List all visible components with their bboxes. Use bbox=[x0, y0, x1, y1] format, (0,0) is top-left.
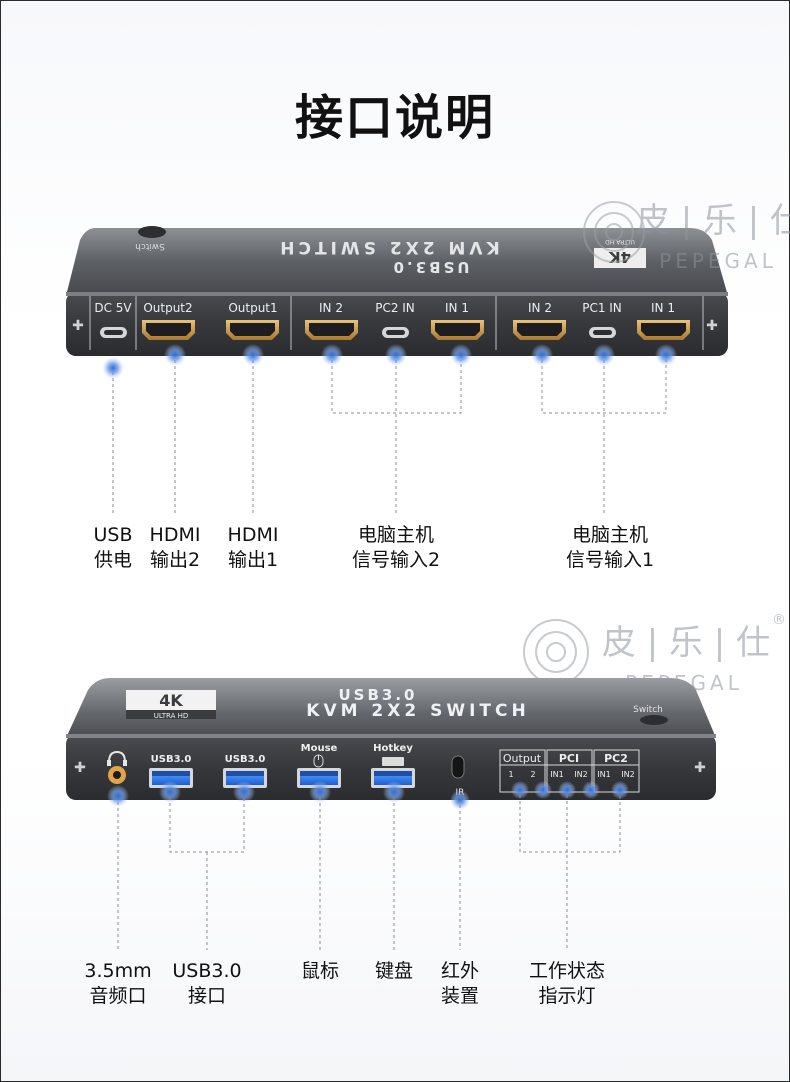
label-status-led: 工作状态 指示灯 bbox=[528, 960, 605, 1007]
port-label-dc5v: DC 5V bbox=[94, 301, 132, 315]
port-label-mouse: Mouse bbox=[301, 743, 338, 754]
front-indicator-dots bbox=[102, 344, 677, 379]
switch-button[interactable] bbox=[640, 715, 668, 725]
back-indicator-dots bbox=[107, 781, 629, 810]
svg-text:✚: ✚ bbox=[72, 318, 84, 334]
label-pc-input1: 电脑主机 信号输入1 bbox=[565, 524, 655, 571]
back-sub-text: USB3.0 bbox=[339, 686, 418, 704]
front-switch-label: Switch bbox=[135, 241, 165, 251]
label-pc-input2: 电脑主机 信号输入2 bbox=[351, 524, 441, 571]
svg-text:皮 | 乐 | 仕: 皮 | 乐 | 仕 bbox=[602, 623, 770, 663]
ir-receiver bbox=[451, 755, 465, 779]
brand-watermark-top: 皮 | 乐 | 仕 PEPEGAL bbox=[583, 201, 790, 273]
front-4k-badge bbox=[594, 248, 646, 268]
back-4k-badge bbox=[126, 690, 216, 710]
svg-text:®: ® bbox=[772, 612, 786, 628]
svg-text:ULTRA HD: ULTRA HD bbox=[605, 238, 635, 245]
svg-text:4K: 4K bbox=[159, 691, 183, 710]
keyboard-icon bbox=[382, 757, 404, 766]
back-callout-lines bbox=[117, 795, 621, 950]
port-label-hotkey: Hotkey bbox=[373, 743, 413, 754]
port-label-pc2-in2: IN 2 bbox=[319, 301, 343, 315]
port-label-usb1: USB3.0 bbox=[151, 754, 192, 765]
port-label-pc1-in2: IN 2 bbox=[528, 301, 552, 315]
led-label-output: Output bbox=[503, 752, 542, 765]
svg-text:PEPEGAL: PEPEGAL bbox=[659, 249, 777, 273]
label-audio-port: 3.5mm 音频口 bbox=[84, 960, 152, 1007]
front-device: Switch KVM 2X2 SWITCH USB3.0 4K ULTRA HD… bbox=[66, 226, 728, 356]
svg-text:2: 2 bbox=[530, 770, 535, 779]
back-device: 4K ULTRA HD USB3.0 KVM 2X2 SWITCH Switch… bbox=[66, 678, 716, 800]
svg-text:✚: ✚ bbox=[694, 760, 706, 776]
port-label-output1: Output1 bbox=[228, 301, 277, 315]
usb-ports bbox=[149, 768, 415, 788]
svg-text:IN2: IN2 bbox=[574, 770, 587, 779]
port-label-usb2: USB3.0 bbox=[225, 754, 266, 765]
port-label-output2: Output2 bbox=[143, 301, 192, 315]
svg-text:IN2: IN2 bbox=[621, 770, 634, 779]
page-title: 接口说明 bbox=[294, 90, 495, 146]
svg-text:1: 1 bbox=[508, 770, 513, 779]
led-label-pc1: PCI bbox=[559, 752, 579, 765]
front-callout-lines bbox=[112, 360, 667, 515]
led-label-pc2: PC2 bbox=[604, 752, 628, 765]
svg-text:ULTRA HD: ULTRA HD bbox=[154, 712, 189, 720]
svg-text:✚: ✚ bbox=[706, 318, 718, 334]
back-body-text: KVM 2X2 SWITCH bbox=[306, 701, 529, 721]
svg-text:✚: ✚ bbox=[74, 760, 86, 776]
svg-text:IN1: IN1 bbox=[550, 770, 563, 779]
label-hdmi-out1: HDMI 输出1 bbox=[227, 524, 279, 571]
front-ports bbox=[100, 327, 616, 338]
label-mouse: 鼠标 bbox=[300, 960, 339, 982]
port-label-pc1-in1: IN 1 bbox=[651, 301, 675, 315]
label-hdmi-out2: HDMI 输出2 bbox=[149, 524, 201, 571]
label-keyboard: 键盘 bbox=[374, 960, 413, 982]
port-label-pc1-in: PC1 IN bbox=[582, 301, 622, 315]
svg-text:皮 | 乐 | 仕: 皮 | 乐 | 仕 bbox=[636, 201, 790, 241]
headphone-icon bbox=[107, 750, 127, 766]
label-usb3-port: USB3.0 接口 bbox=[172, 960, 242, 1007]
svg-text:IN1: IN1 bbox=[597, 770, 610, 779]
mouse-icon bbox=[313, 754, 324, 768]
back-switch-label: Switch bbox=[633, 705, 663, 715]
front-sub-text: USB3.0 bbox=[391, 258, 470, 276]
label-infrared: 红外 装置 bbox=[440, 960, 479, 1007]
port-label-pc2-in: PC2 IN bbox=[375, 301, 415, 315]
label-usb-power: USB 供电 bbox=[93, 524, 133, 571]
front-body-text: KVM 2X2 SWITCH bbox=[276, 237, 499, 257]
port-label-pc2-in1: IN 1 bbox=[445, 301, 469, 315]
